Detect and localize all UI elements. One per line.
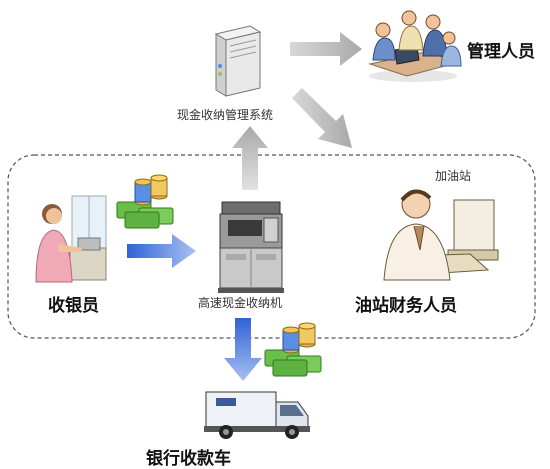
bank-truck-label: 银行收款车	[146, 449, 231, 469]
cash-and-coins-icon	[264, 322, 322, 377]
finance-worker-icon	[383, 189, 499, 281]
cash-and-coins-icon	[116, 174, 174, 229]
management-system-label: 现金收纳管理系统	[177, 108, 274, 122]
cashier-label: 收银员	[48, 296, 99, 316]
meeting-people-icon	[368, 10, 462, 82]
armored-truck-icon	[204, 391, 310, 439]
cash-sorting-machine-icon	[218, 201, 284, 293]
finance-staff-label: 油站财务人员	[355, 296, 457, 316]
cash-machine-label: 高速现金收纳机	[198, 296, 283, 310]
cashier-woman-icon	[35, 195, 107, 283]
gas-station-label: 加油站	[435, 169, 472, 183]
server-icon	[214, 25, 262, 97]
managers-label: 管理人员	[467, 42, 535, 62]
